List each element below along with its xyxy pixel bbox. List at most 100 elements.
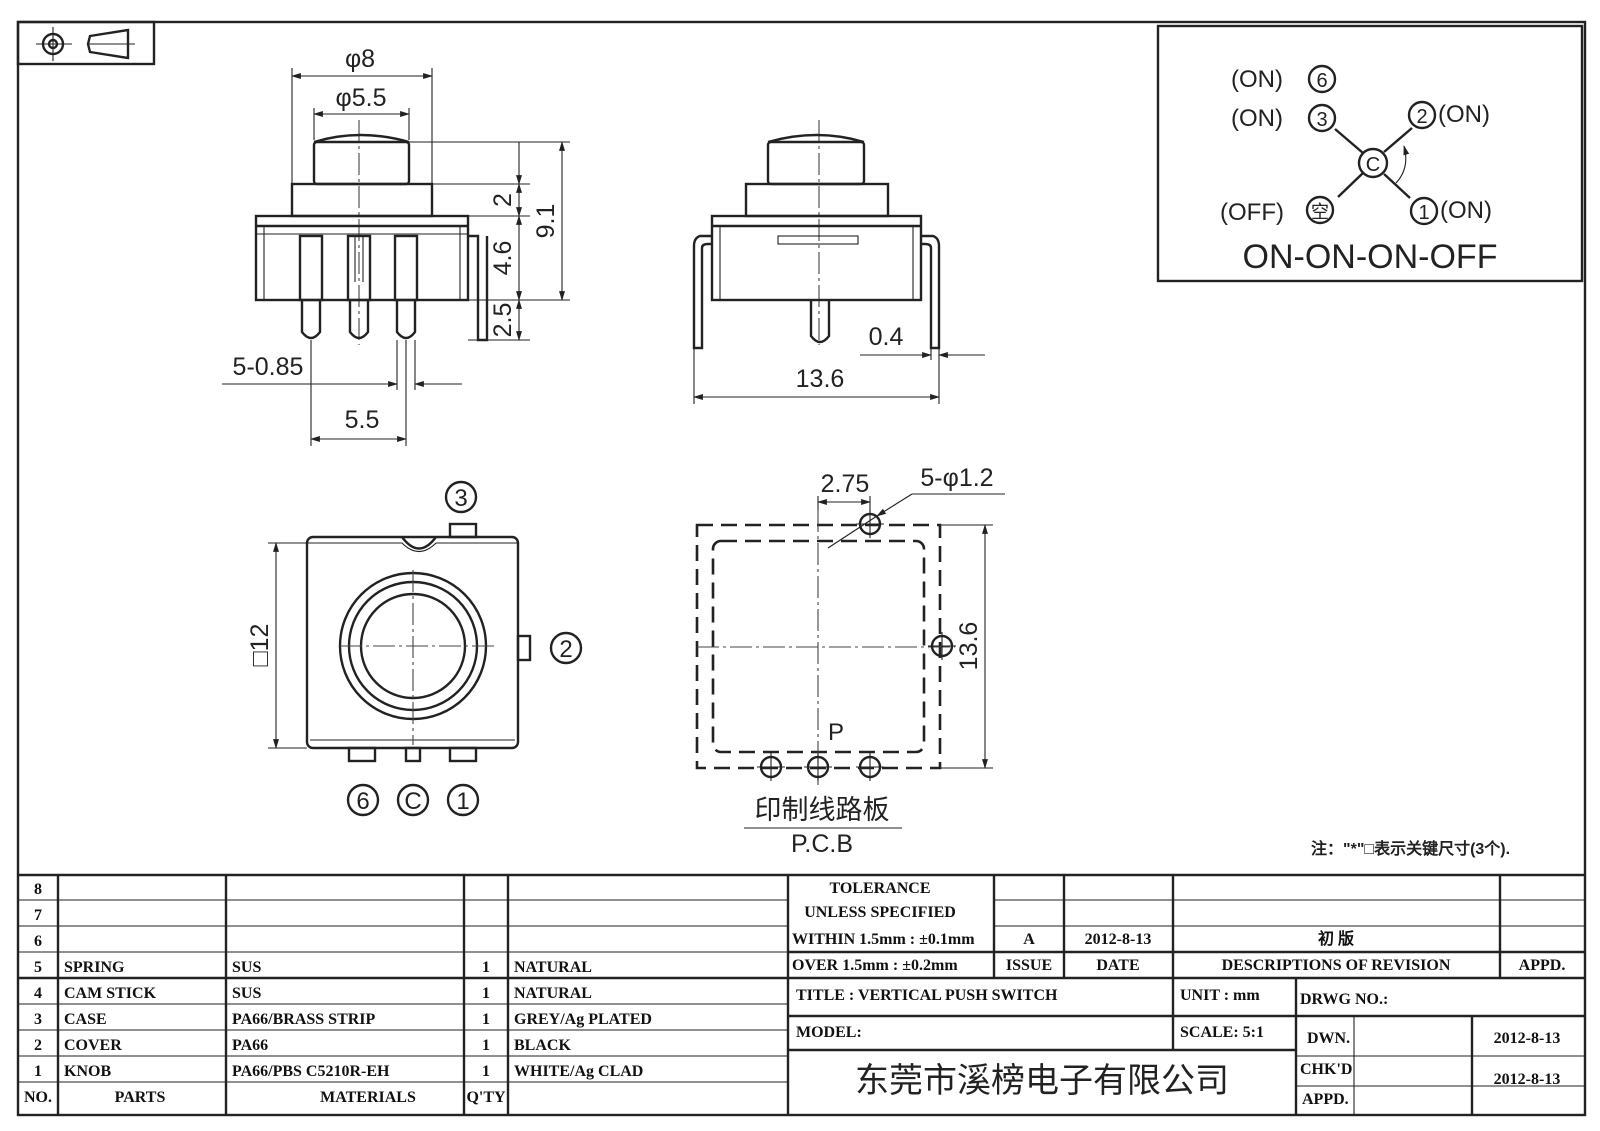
row-part: CAM STICK bbox=[64, 985, 157, 1002]
row-material: PA66/PBS C5210R-EH bbox=[232, 1063, 390, 1080]
row-no: 6 bbox=[34, 933, 42, 950]
row-remark: GREY/Ag PLATED bbox=[514, 1011, 652, 1028]
schematic-n6: 6 bbox=[1316, 70, 1327, 92]
dim-h-pin: 2.5 bbox=[489, 303, 517, 338]
schematic-on1: (ON) bbox=[1440, 197, 1492, 224]
appd-label: APPD. bbox=[1519, 957, 1566, 974]
dim-h-top: 2 bbox=[489, 193, 517, 207]
title-block: TOLERANCE UNLESS SPECIFIED WITHIN 1.5mm … bbox=[788, 875, 1585, 1115]
row-no: 1 bbox=[34, 1063, 42, 1080]
checked-date: 2012-8-13 bbox=[1494, 1071, 1561, 1088]
common-terminal-icon bbox=[1357, 147, 1389, 179]
switch-schematic: C (ON) 6 (ON) 3 2 (ON) (OFF) 空 1 (ON) ON… bbox=[1156, 24, 1584, 283]
row-remark: BLACK bbox=[514, 1037, 571, 1054]
row-material: SUS bbox=[232, 959, 261, 976]
dim-width: 13.6 bbox=[796, 365, 845, 393]
row-qty: 1 bbox=[482, 959, 490, 976]
issue-value: A bbox=[1023, 931, 1035, 948]
dim-h-total: 9.1 bbox=[532, 204, 560, 239]
schematic-c: C bbox=[1366, 154, 1380, 176]
issue-label: ISSUE bbox=[1006, 957, 1052, 974]
drawn-label: DWN. bbox=[1307, 1030, 1350, 1047]
approved-label: APPD. bbox=[1302, 1091, 1349, 1108]
row-material: PA66/BRASS STRIP bbox=[232, 1011, 376, 1028]
dim-square: □12 bbox=[246, 624, 274, 667]
projection-symbol-icon bbox=[16, 20, 156, 66]
dim-pitch: 5.5 bbox=[345, 406, 380, 434]
row-part: SPRING bbox=[64, 959, 125, 976]
schematic-n3: 3 bbox=[1316, 109, 1327, 131]
revision-desc-label: DESCRIPTIONS OF REVISION bbox=[1222, 957, 1451, 974]
dim-phi8: φ8 bbox=[345, 45, 375, 73]
header-qty: Q'TY bbox=[466, 1089, 506, 1106]
model-label: MODEL: bbox=[796, 1024, 862, 1041]
row-qty: 1 bbox=[482, 1063, 490, 1080]
sheet-border bbox=[16, 20, 1587, 1117]
row-no: 2 bbox=[34, 1037, 42, 1054]
drawn-date: 2012-8-13 bbox=[1494, 1030, 1561, 1047]
scale-label: SCALE: 5:1 bbox=[1180, 1024, 1264, 1041]
dim-hole-spec: 5-φ1.2 bbox=[920, 464, 993, 492]
terminal-1-label: 1 bbox=[456, 788, 469, 815]
schematic-empty: 空 bbox=[1311, 202, 1329, 222]
row-remark: NATURAL bbox=[514, 985, 592, 1002]
dim-pcb-size: 13.6 bbox=[955, 622, 983, 671]
key-dimension-note: 注："*"□表示关键尺寸(3个). bbox=[1311, 839, 1510, 858]
tolerance-line-4: OVER 1.5mm : ±0.2mm bbox=[792, 957, 958, 974]
pcb-label-cn: 印制线路板 bbox=[755, 795, 890, 825]
pcb-layout-view: 2.75 5-φ1.2 13.6 P 印制线路板 P.C.B bbox=[695, 464, 1005, 858]
dim-h-body: 4.6 bbox=[489, 241, 517, 276]
row-no: 4 bbox=[34, 985, 42, 1002]
header-no: NO. bbox=[24, 1089, 52, 1106]
row-material: SUS bbox=[232, 985, 261, 1002]
pcb-holes bbox=[757, 510, 956, 781]
date-label: DATE bbox=[1096, 957, 1139, 974]
dim-phi5-5: φ5.5 bbox=[336, 84, 387, 112]
terminal-3-label: 3 bbox=[454, 485, 467, 512]
date-value: 2012-8-13 bbox=[1085, 931, 1152, 948]
header-materials: MATERIALS bbox=[320, 1089, 416, 1106]
row-part: CASE bbox=[64, 1011, 107, 1028]
revision-value: 初 版 bbox=[1318, 929, 1354, 948]
tolerance-line-1: TOLERANCE bbox=[829, 880, 930, 897]
terminal-6-label: 6 bbox=[356, 788, 369, 815]
tolerance-line-3: WITHIN 1.5mm : ±0.1mm bbox=[792, 931, 975, 948]
parts-table: 8 7 6 5 SPRING SUS 1 NATURAL 4 CAM STICK… bbox=[18, 873, 1585, 1115]
row-no: 7 bbox=[34, 907, 42, 924]
row-remark: WHITE/Ag CLAD bbox=[514, 1063, 643, 1080]
row-part: COVER bbox=[64, 1037, 122, 1054]
dim-thickness: 0.4 bbox=[869, 323, 904, 351]
checked-label: CHK'D bbox=[1300, 1061, 1352, 1078]
unit-label: UNIT : mm bbox=[1180, 987, 1260, 1004]
dim-hole-pitch: 2.75 bbox=[821, 470, 870, 498]
schematic-mode: ON-ON-ON-OFF bbox=[1243, 238, 1498, 276]
company-name: 东莞市溪榜电子有限公司 bbox=[855, 1062, 1229, 1100]
row-no: 3 bbox=[34, 1011, 42, 1028]
header-parts: PARTS bbox=[115, 1089, 166, 1106]
tolerance-line-2: UNLESS SPECIFIED bbox=[804, 904, 956, 921]
row-no: 5 bbox=[34, 959, 42, 976]
top-view: 3 2 6 C 1 □12 bbox=[246, 480, 583, 817]
row-qty: 1 bbox=[482, 1037, 490, 1054]
drawing-number-label: DRWG NO.: bbox=[1300, 991, 1388, 1008]
schematic-on3: (ON) bbox=[1231, 105, 1283, 132]
side-view: 0.4 13.6 bbox=[692, 120, 985, 404]
row-qty: 1 bbox=[482, 1011, 490, 1028]
row-remark: NATURAL bbox=[514, 959, 592, 976]
terminal-2-label: 2 bbox=[559, 636, 572, 663]
row-no: 8 bbox=[34, 881, 42, 898]
schematic-on2: (ON) bbox=[1438, 101, 1490, 128]
pcb-label-en: P.C.B bbox=[791, 830, 853, 858]
pcb-p-mark: P bbox=[828, 719, 844, 746]
schematic-off: (OFF) bbox=[1220, 199, 1284, 226]
schematic-on6: (ON) bbox=[1231, 66, 1283, 93]
front-pins bbox=[298, 234, 419, 340]
terminal-c-label: C bbox=[404, 788, 421, 815]
row-material: PA66 bbox=[232, 1037, 268, 1054]
schematic-n1: 1 bbox=[1418, 202, 1429, 224]
drawing-title: TITLE : VERTICAL PUSH SWITCH bbox=[796, 987, 1058, 1004]
row-part: KNOB bbox=[64, 1063, 111, 1080]
schematic-n2: 2 bbox=[1416, 106, 1427, 128]
front-view: φ8 φ5.5 2 4.6 2.5 9.1 5-0.85 5.5 bbox=[222, 45, 570, 446]
